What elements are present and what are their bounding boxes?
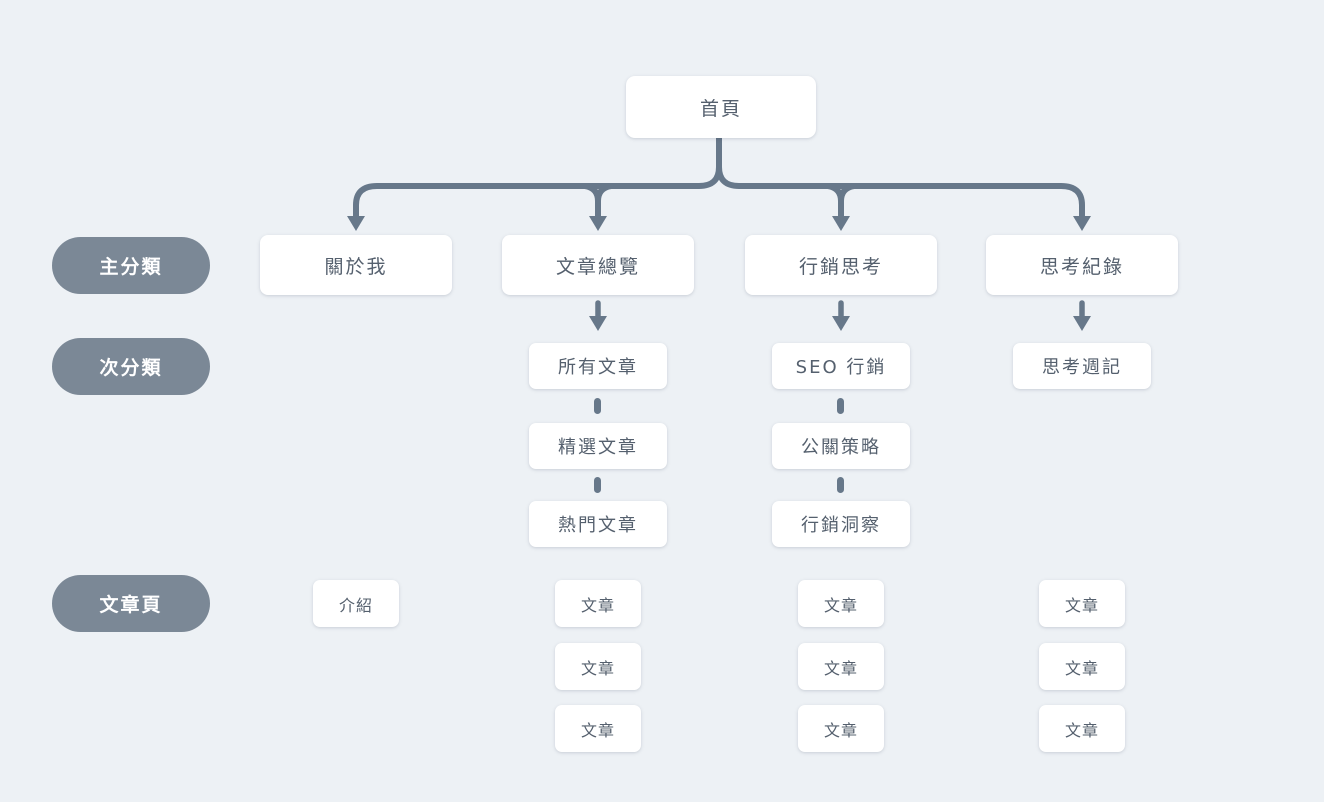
arrowheads xyxy=(347,216,1091,331)
main-category-node: 關於我 xyxy=(260,235,452,295)
row-label-article-page: 文章頁 xyxy=(52,575,210,632)
article-node: 文章 xyxy=(798,643,884,690)
main-to-sub-arrows xyxy=(595,300,1085,321)
sub-category-node: 所有文章 xyxy=(529,343,667,389)
main-category-node: 行銷思考 xyxy=(745,235,937,295)
sub-category-node: 熱門文章 xyxy=(529,501,667,547)
article-node: 文章 xyxy=(555,643,641,690)
sub-category-node: 公關策略 xyxy=(772,423,910,469)
article-node: 文章 xyxy=(798,580,884,627)
article-node: 文章 xyxy=(555,705,641,752)
sub-category-node: 精選文章 xyxy=(529,423,667,469)
article-node: 文章 xyxy=(1039,705,1125,752)
sub-link-dash xyxy=(837,398,844,414)
article-node: 文章 xyxy=(1039,643,1125,690)
main-category-node: 思考紀錄 xyxy=(986,235,1178,295)
article-node-intro: 介紹 xyxy=(313,580,399,627)
root-branch-connector xyxy=(353,134,1085,221)
sub-category-node: 行銷洞察 xyxy=(772,501,910,547)
root-node-home: 首頁 xyxy=(626,76,816,138)
sub-link-dash xyxy=(594,477,601,493)
article-node: 文章 xyxy=(1039,580,1125,627)
article-node: 文章 xyxy=(798,705,884,752)
sub-link-dash xyxy=(594,398,601,414)
sub-link-dash xyxy=(837,477,844,493)
article-node: 文章 xyxy=(555,580,641,627)
sub-category-node: SEO 行銷 xyxy=(772,343,910,389)
sub-category-node: 思考週記 xyxy=(1013,343,1151,389)
main-category-node: 文章總覽 xyxy=(502,235,694,295)
row-label-main-category: 主分類 xyxy=(52,237,210,294)
row-label-sub-category: 次分類 xyxy=(52,338,210,395)
